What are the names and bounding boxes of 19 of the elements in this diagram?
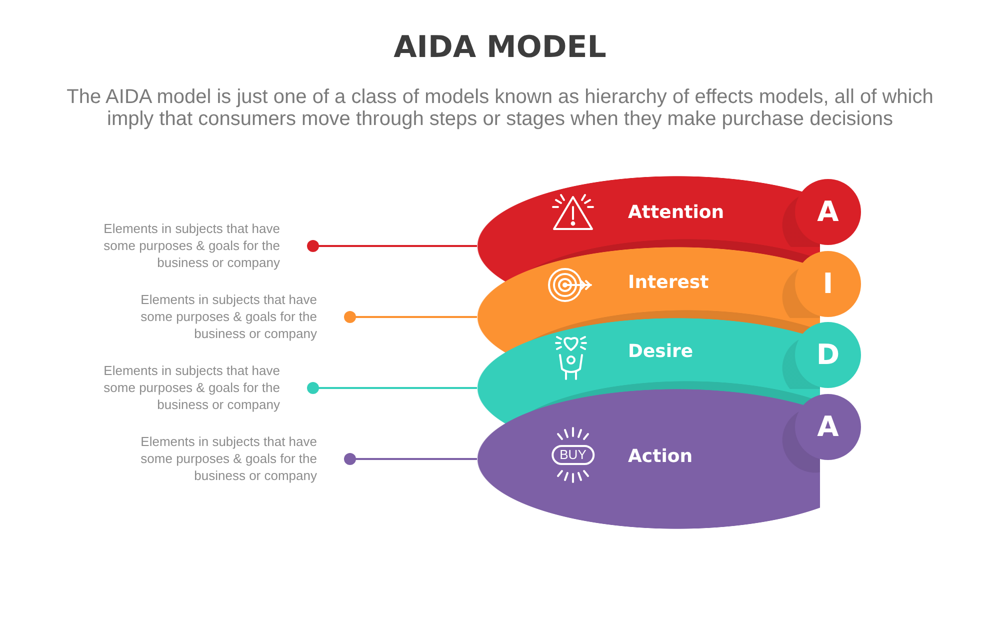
letter-circle: A	[795, 394, 861, 460]
leader-line	[307, 240, 477, 252]
description-text: Elements in subjects that have some purposes & goals for the business or company	[102, 220, 280, 271]
subtitle-text: The AIDA model is just one of a class of models known as hierarchy of effects models, all of which imply that consumers move through steps or stages when they make purchase decisions	[66, 86, 934, 130]
buy-tag: BUY	[552, 445, 594, 465]
leader-line	[307, 382, 477, 394]
title: AIDA MODEL	[394, 30, 606, 66]
description-text: Elements in subjects that have some purposes & goals for the business or company	[102, 362, 280, 413]
description-text: Elements in subjects that have some purposes & goals for the business or company	[140, 433, 317, 484]
stage-title: Attention	[628, 201, 724, 225]
stage-title: Interest	[628, 271, 709, 295]
letter-circle: A	[795, 179, 861, 245]
letter-circle: D	[795, 322, 861, 388]
letter-circle: I	[795, 251, 861, 317]
description-text: Elements in subjects that have some purposes & goals for the business or company	[140, 291, 317, 342]
stage-title: Action	[628, 445, 693, 469]
leader-line	[344, 453, 477, 465]
leader-line	[344, 311, 477, 323]
stage-title: Desire	[628, 340, 694, 364]
